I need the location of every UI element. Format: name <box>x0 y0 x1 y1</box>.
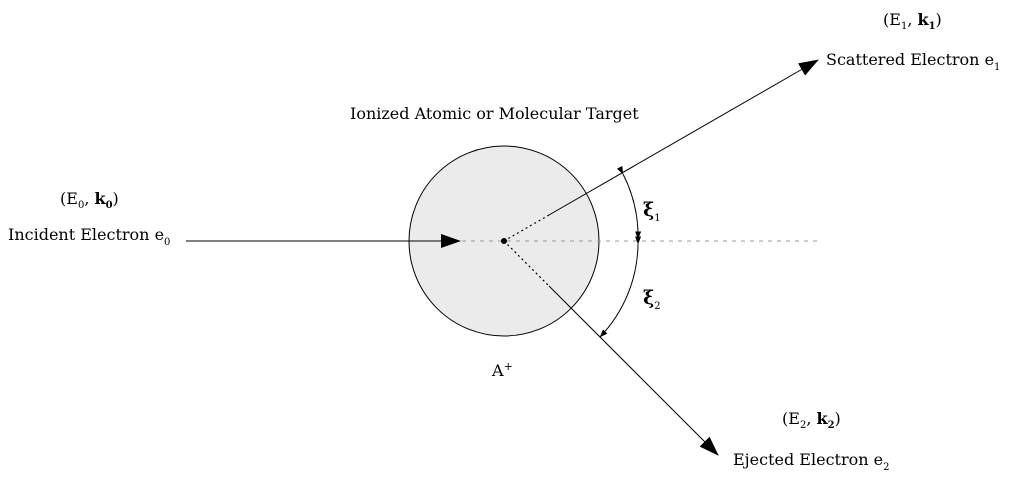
ejected-electron-label: Ejected Electron e2 <box>733 450 889 473</box>
target-title: Ionized Atomic or Molecular Target <box>350 104 639 123</box>
scattered-electron-arrow <box>548 59 819 216</box>
angle-xi-2-label: ξ2 <box>643 287 661 312</box>
angle-arc-1 <box>616 165 642 240</box>
ejected-energy-momentum: (E2, k2) <box>782 409 841 431</box>
scattered-energy-momentum: (E1, k1) <box>883 10 942 32</box>
incident-electron-label: Incident Electron e0 <box>8 225 170 248</box>
angle-xi-1-label: ξ1 <box>643 199 661 224</box>
ejected-direction-dotted <box>503 240 550 287</box>
scattered-electron-label: Scattered Electron e1 <box>826 50 1000 73</box>
scattered-direction-dotted <box>503 214 550 242</box>
ejected-electron-arrow <box>548 285 719 456</box>
angle-arc-2 <box>599 236 642 338</box>
incident-energy-momentum: (E0, k0) <box>60 189 119 211</box>
target-label: A+ <box>491 360 513 380</box>
scattering-center-dot <box>501 238 507 244</box>
